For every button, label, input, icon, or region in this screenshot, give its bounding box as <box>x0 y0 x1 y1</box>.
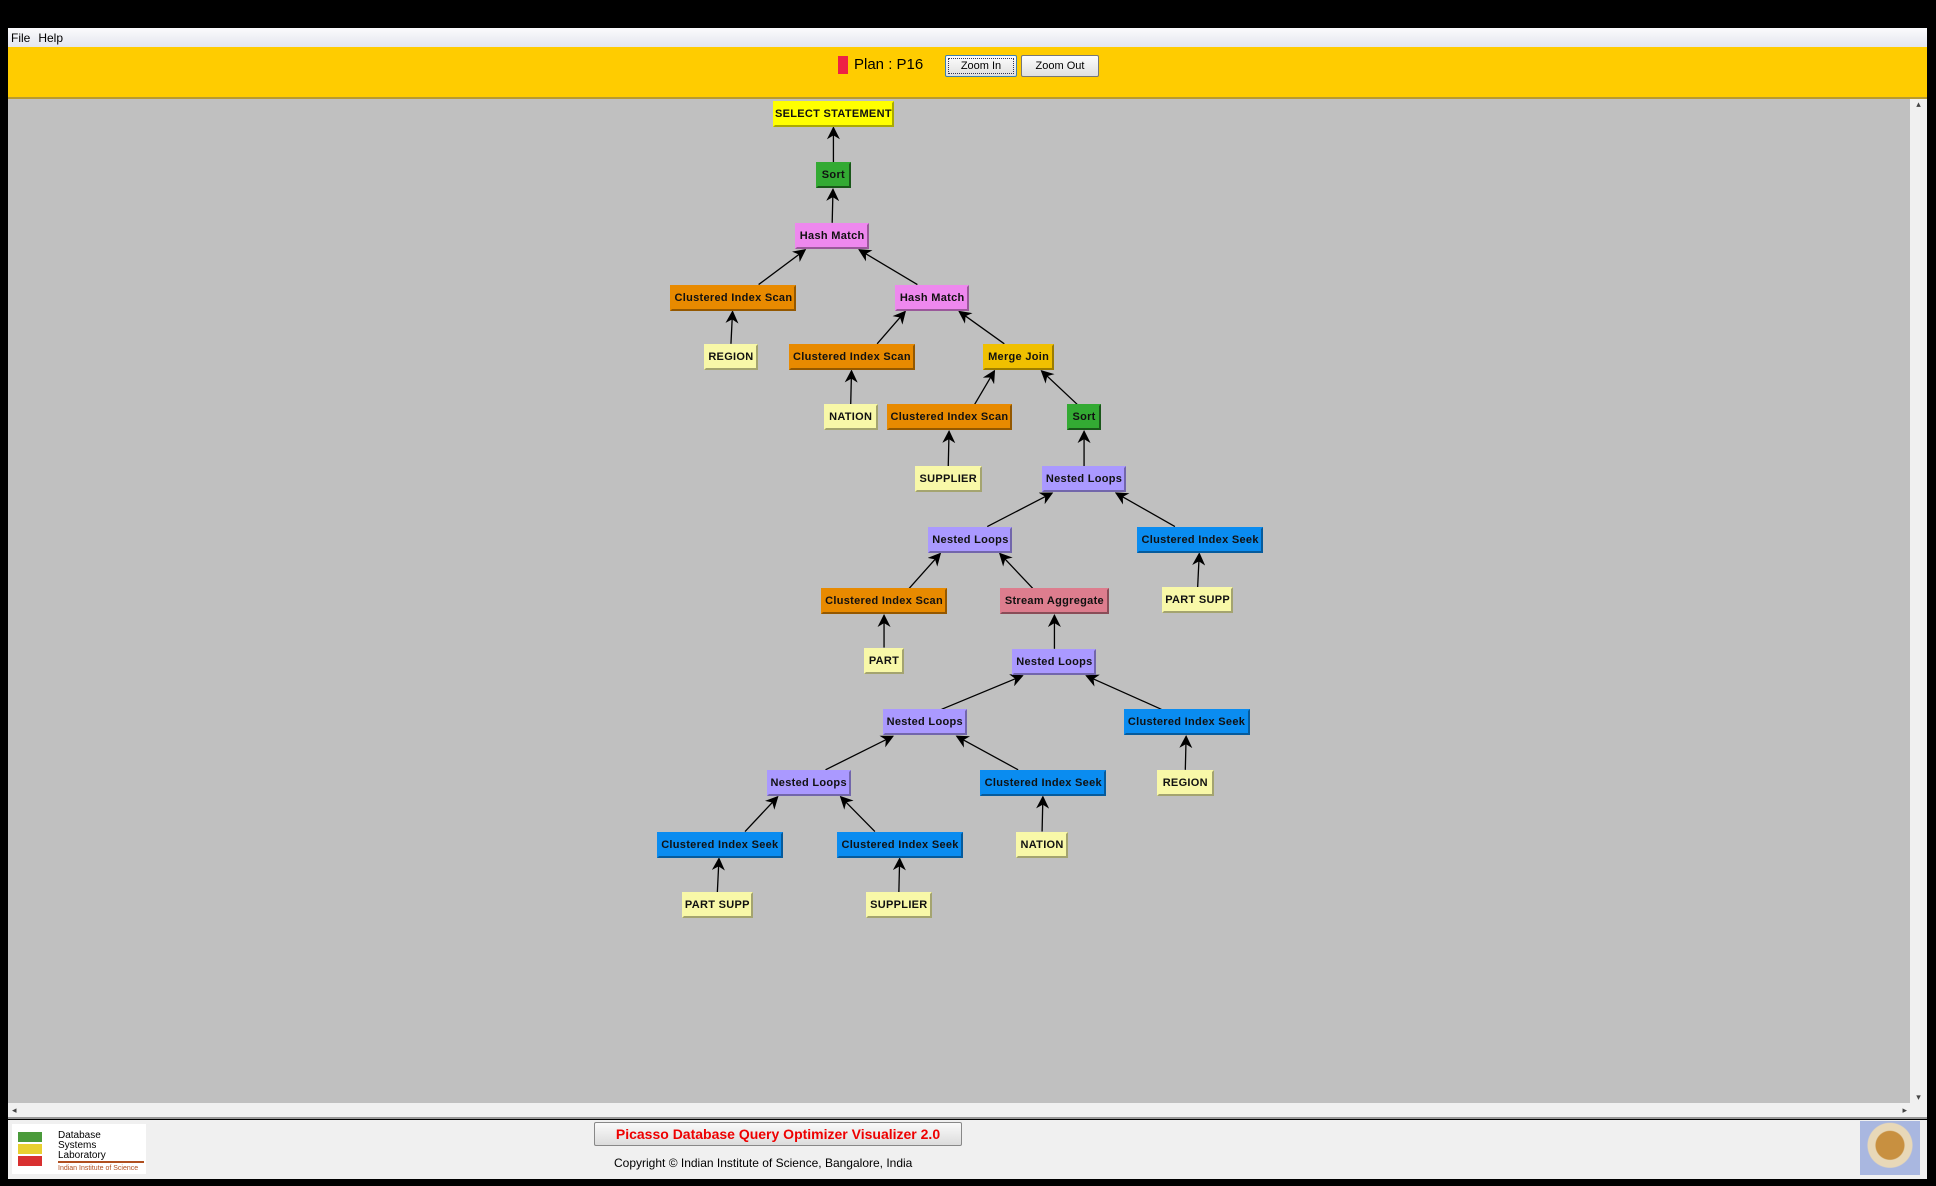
plan-edge-arrow <box>758 249 807 286</box>
dsl-logo: Database Systems Laboratory Indian Insti… <box>12 1124 146 1174</box>
svg-text:Indian Institute of Science: Indian Institute of Science <box>58 1165 138 1172</box>
plan-color-swatch <box>838 56 848 74</box>
menu-file[interactable]: File <box>11 30 31 45</box>
plan-node-nested-loops[interactable]: Nested Loops <box>1042 466 1127 493</box>
plan-node-clustered-index-seek[interactable]: Clustered Index Seek <box>837 831 964 858</box>
vertical-scrollbar[interactable]: ▴▾ <box>1910 99 1927 1103</box>
plan-edge-arrow <box>1040 369 1078 405</box>
plan-edge-arrow <box>711 857 725 893</box>
plan-edge-arrow <box>892 857 906 893</box>
plan-label: Plan : P16 <box>854 56 924 73</box>
plan-node-nation[interactable]: NATION <box>1016 831 1068 858</box>
plan-node-clustered-index-seek[interactable]: Clustered Index Seek <box>980 769 1107 796</box>
plan-node-stream-aggregate[interactable]: Stream Aggregate <box>1000 588 1109 615</box>
copyright-text: Copyright © Indian Institute of Science,… <box>614 1156 913 1170</box>
plan-edge-arrow <box>858 249 918 286</box>
plan-node-supplier[interactable]: SUPPLIER <box>865 892 933 919</box>
plan-edge-arrow <box>744 795 779 832</box>
plan-node-hash-match[interactable]: Hash Match <box>895 284 970 311</box>
zoom-in-button[interactable]: Zoom In <box>945 55 1017 77</box>
plan-edge-arrow <box>825 735 894 771</box>
plan-edge-arrow <box>998 552 1034 589</box>
plan-node-part-supp[interactable]: PART SUPP <box>1161 587 1234 614</box>
plan-node-clustered-index-scan[interactable]: Clustered Index Scan <box>788 343 915 370</box>
plan-edge-arrow <box>1179 734 1193 770</box>
plan-node-supplier[interactable]: SUPPLIER <box>914 466 982 493</box>
plan-node-clustered-index-seek[interactable]: Clustered Index Seek <box>656 831 783 858</box>
plan-node-region[interactable]: REGION <box>1156 769 1214 796</box>
plan-edge-arrow <box>974 369 996 405</box>
plan-edge-arrow <box>839 795 876 832</box>
plan-edge-arrow <box>908 552 942 589</box>
plan-edge-arrow <box>1036 795 1050 832</box>
iisc-emblem-logo <box>1860 1121 1920 1175</box>
plan-node-nested-loops[interactable]: Nested Loops <box>882 709 967 736</box>
plan-edge-arrow <box>1192 552 1206 588</box>
horizontal-scrollbar[interactable]: ◂▸ <box>8 1103 1927 1119</box>
plan-node-clustered-index-scan[interactable]: Clustered Index Scan <box>670 284 797 311</box>
plan-node-part-supp[interactable]: PART SUPP <box>681 892 754 919</box>
plan-node-region[interactable]: REGION <box>703 343 759 370</box>
plan-node-clustered-index-seek[interactable]: Clustered Index Seek <box>1123 709 1250 736</box>
plan-node-hash-match[interactable]: Hash Match <box>795 222 870 249</box>
menu-help[interactable]: Help <box>38 30 64 45</box>
plan-node-clustered-index-seek[interactable]: Clustered Index Seek <box>1137 526 1264 553</box>
svg-text:Database: Database <box>58 1130 101 1141</box>
app-title-button[interactable]: Picasso Database Query Optimizer Visuali… <box>594 1122 962 1146</box>
menu-bar: File Help <box>8 28 1927 47</box>
plan-node-select-statement[interactable]: SELECT STATEMENT <box>772 100 894 127</box>
plan-node-sort[interactable]: Sort <box>816 162 851 189</box>
plan-edge-arrow <box>725 310 739 344</box>
plan-node-part[interactable]: PART <box>864 647 904 674</box>
plan-edge-arrow <box>958 310 1005 345</box>
plan-node-nested-loops[interactable]: Nested Loops <box>928 526 1013 553</box>
plan-edge-arrow <box>942 430 956 467</box>
plan-node-sort[interactable]: Sort <box>1066 404 1102 431</box>
plan-edge-arrow <box>1085 674 1162 710</box>
plan-node-nested-loops[interactable]: Nested Loops <box>1012 648 1097 675</box>
svg-text:Systems: Systems <box>58 1140 96 1151</box>
plan-edge-arrow <box>955 735 1019 771</box>
plan-node-clustered-index-scan[interactable]: Clustered Index Scan <box>821 588 947 615</box>
plan-node-nation[interactable]: NATION <box>823 404 878 431</box>
plan-edge-arrow <box>844 369 858 405</box>
plan-edge-arrow <box>876 310 907 345</box>
plan-edge-arrow <box>986 492 1054 528</box>
footer: Database Systems Laboratory Indian Insti… <box>8 1120 1927 1179</box>
toolbar: Plan : P16 Zoom In Zoom Out <box>8 47 1927 99</box>
plan-node-clustered-index-scan[interactable]: Clustered Index Scan <box>886 404 1013 431</box>
plan-edge-arrow <box>1114 492 1176 528</box>
plan-node-nested-loops[interactable]: Nested Loops <box>766 769 851 796</box>
plan-edge-arrow <box>941 674 1024 710</box>
svg-text:Laboratory: Laboratory <box>58 1150 106 1161</box>
plan-edge-arrow <box>826 188 840 223</box>
plan-tree-edges <box>711 126 1206 893</box>
plan-node-merge-join[interactable]: Merge Join <box>982 343 1055 370</box>
zoom-out-button[interactable]: Zoom Out <box>1021 55 1099 77</box>
